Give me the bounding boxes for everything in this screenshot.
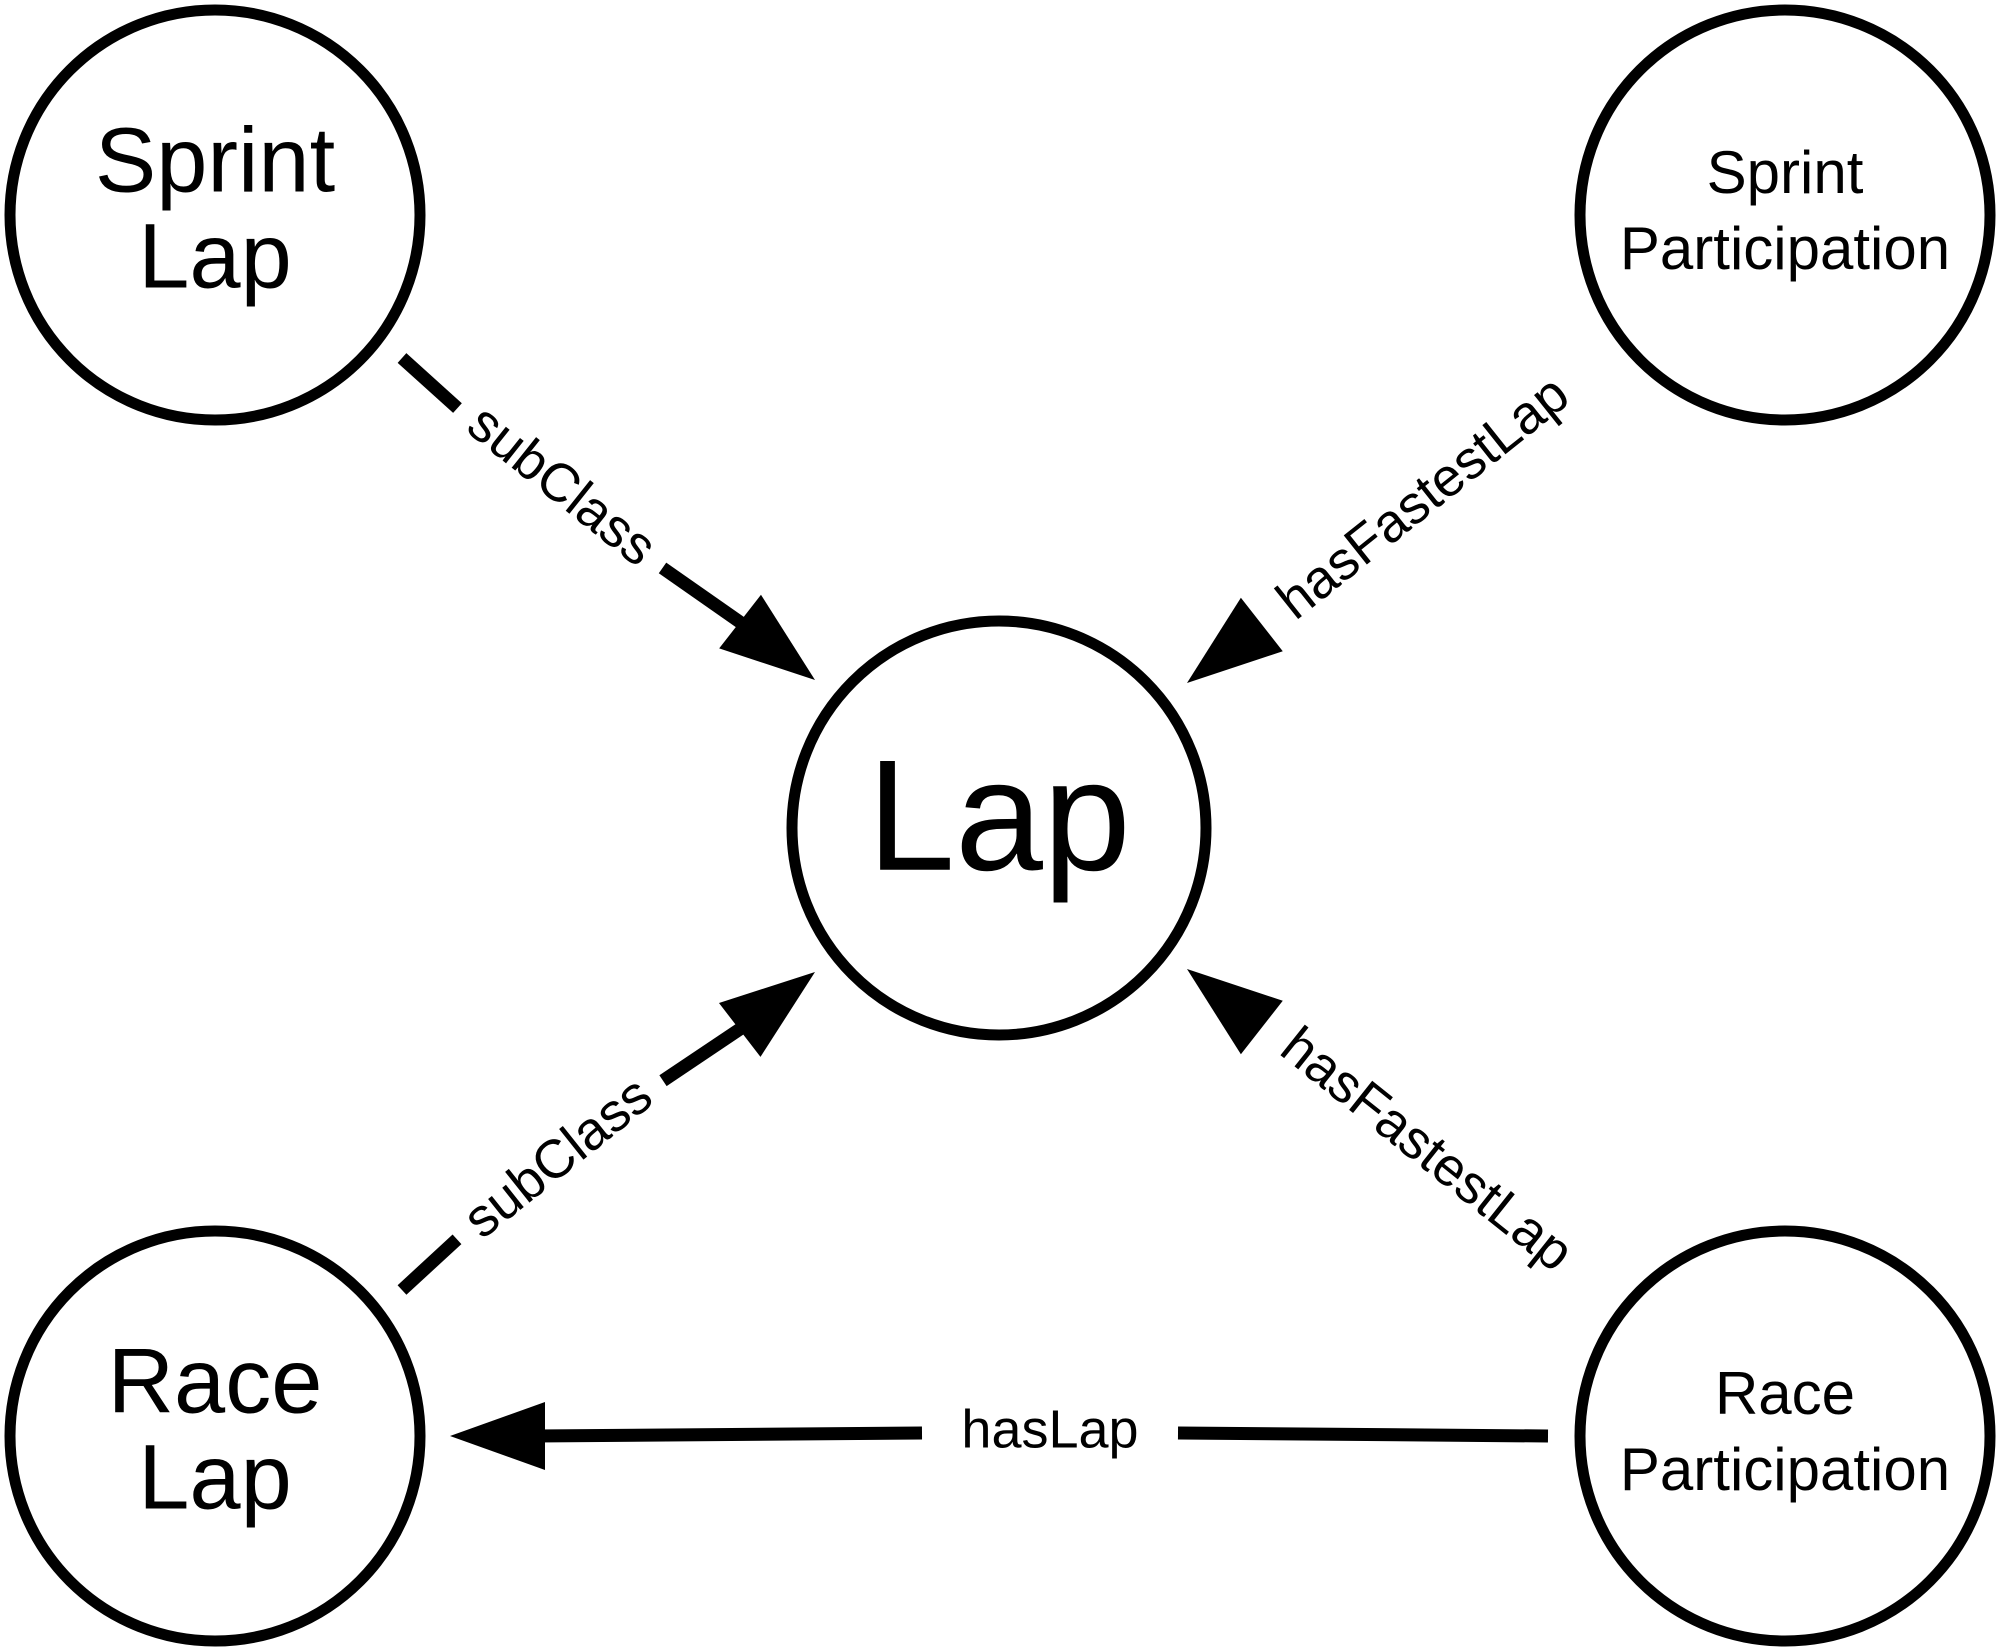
node-circle xyxy=(1574,1225,1996,1647)
arrowhead xyxy=(450,1402,545,1470)
edge-label: hasFastestLap xyxy=(1270,1015,1585,1282)
edge-line xyxy=(659,1018,752,1087)
edge-label: hasLap xyxy=(961,1399,1138,1459)
node-label: Race xyxy=(108,1330,323,1432)
arrowhead xyxy=(1187,969,1283,1055)
node-label: Participation xyxy=(1620,215,1950,282)
node-label: Lap xyxy=(867,728,1131,904)
edge-label: subClass xyxy=(452,1064,663,1249)
edge-line xyxy=(658,562,752,634)
edge-sprintlap-lap: subClass xyxy=(397,353,815,680)
arrowhead xyxy=(1187,597,1283,683)
edge-line xyxy=(397,1234,462,1295)
node-label: Lap xyxy=(138,1426,292,1528)
node-label: Participation xyxy=(1620,1436,1950,1503)
edge-racelap-lap: subClass xyxy=(397,972,815,1295)
edge-line xyxy=(1177,1426,1549,1443)
arrowhead xyxy=(719,594,815,680)
edge-label: hasFastestLap xyxy=(1265,363,1580,630)
node-label: Lap xyxy=(138,205,292,307)
edge-sprintpart-lap: hasFastestLap xyxy=(1187,363,1580,683)
edge-racepart-lap: hasFastestLap xyxy=(1187,969,1585,1283)
edge-line xyxy=(534,1426,923,1443)
node-circle xyxy=(1574,4,1996,426)
edge-line xyxy=(397,353,462,413)
node-circle xyxy=(4,4,426,426)
node-circle xyxy=(4,1225,426,1647)
node-label: Sprint xyxy=(1707,139,1864,206)
node-circle xyxy=(786,615,1212,1041)
edge-label: subClass xyxy=(457,392,668,577)
node-label: Race xyxy=(1715,1360,1855,1427)
node-lap: Lap xyxy=(786,615,1212,1041)
node-label: Sprint xyxy=(95,109,335,211)
nodes-layer: SprintLapSprintParticipationLapRaceLapRa… xyxy=(4,4,1996,1647)
edge-racepart-racelap: hasLap xyxy=(450,1399,1549,1470)
arrowhead xyxy=(718,972,815,1057)
